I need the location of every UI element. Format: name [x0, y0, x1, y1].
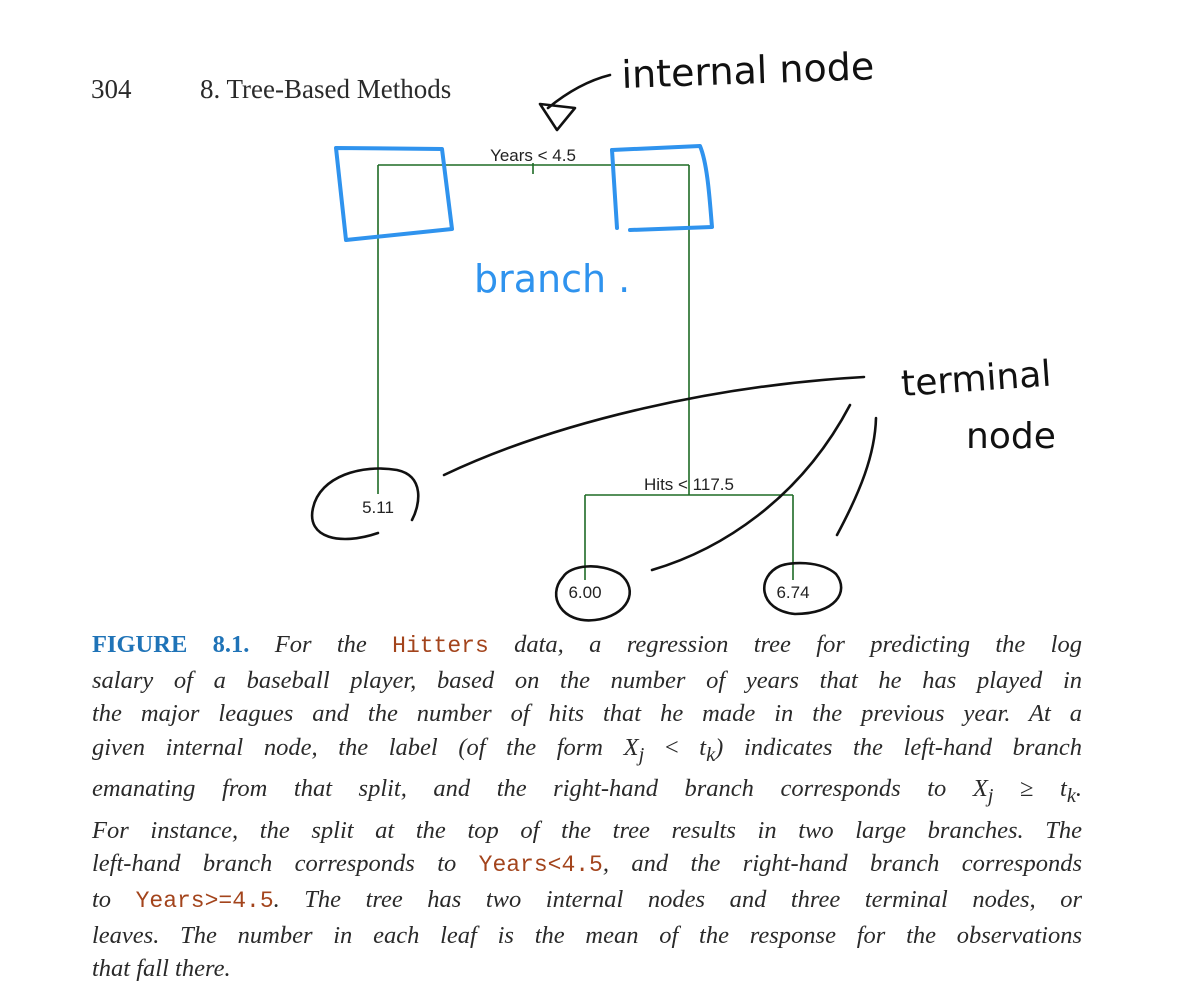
caption-line-7: left-hand branch corresponds to Years<4.… [92, 847, 1082, 883]
annotation-branch: branch . [474, 257, 630, 301]
caption-text: left-hand branch corresponds to [92, 850, 479, 878]
caption-text: emanating from that split, and the right… [92, 775, 973, 803]
figure-label: FIGURE 8.1. [92, 631, 250, 658]
caption-line-6: For instance, the split at the top of th… [92, 816, 1082, 844]
caption-line-9: leaves. The number in each leaf is the m… [92, 921, 1082, 949]
caption-text: data, a regression tree for predicting t… [488, 631, 1082, 658]
handwritten-blue-ink [334, 144, 714, 242]
running-header: 8. Tree-Based Methods [200, 74, 452, 104]
code-years-greater-equal: Years>=4.5 [135, 887, 274, 914]
hits-split-label: Hits < 117.5 [644, 475, 734, 494]
figure-caption: FIGURE 8.1. For the Hitters data, a regr… [92, 628, 1082, 986]
caption-text: . [1075, 775, 1082, 803]
caption-text: , and the right-hand branch corresponds [602, 850, 1082, 878]
annotation-terminal: terminal [900, 354, 1053, 405]
internal-node-arrow-line [546, 73, 612, 110]
leaf-value-1: 5.11 [362, 498, 394, 517]
caption-text: given internal node, the label (of the f… [92, 733, 624, 761]
caption-text: to [92, 885, 136, 913]
terminal-pointer-1 [442, 375, 866, 477]
leaf-circle-1 [310, 467, 420, 541]
math-variable: Xj < tk [623, 733, 716, 766]
caption-line-10: that fall there. [92, 955, 231, 983]
leaf-value-2: 6.00 [568, 583, 601, 602]
internal-node-arrow-head [538, 102, 577, 132]
caption-line-1: FIGURE 8.1. For the Hitters data, a regr… [92, 628, 1082, 664]
annotation-internal-node: internal node [621, 44, 875, 97]
caption-text: ) indicates the left-hand branch [715, 733, 1083, 761]
caption-line-5: emanating from that split, and the right… [92, 772, 1082, 813]
caption-line-4: given internal node, the label (of the f… [92, 731, 1082, 772]
right-branch-box-bracket-2 [610, 144, 714, 232]
terminal-pointer-3 [835, 416, 878, 537]
caption-line-3: the major leagues and the number of hits… [92, 700, 1082, 728]
handwritten-black-ink [310, 73, 878, 622]
right-branch-box-bracket-1 [610, 148, 619, 230]
caption-line-8: to Years>=4.5. The tree has two internal… [92, 883, 1082, 919]
code-years-less: Years<4.5 [478, 852, 603, 879]
page-number: 304 [91, 74, 132, 104]
root-split-label: Years < 4.5 [490, 146, 576, 165]
leaf-circle-3 [763, 561, 843, 616]
annotation-node: node [966, 416, 1056, 457]
caption-text: For the [249, 631, 393, 658]
leaf-value-3: 6.74 [776, 583, 809, 602]
caption-line-2: salary of a baseball player, based on th… [92, 666, 1082, 694]
math-variable: Xj ≥ tk [972, 775, 1076, 808]
regression-tree-figure: Years < 4.5 Hits < 117.5 5.11 6.00 6.74 … [310, 44, 1056, 622]
left-branch-box [334, 146, 454, 242]
dataset-name-code: Hitters [392, 633, 489, 659]
caption-text: . The tree has two internal nodes and th… [273, 885, 1082, 913]
leaf-circle-2 [554, 565, 631, 622]
terminal-pointer-2 [650, 403, 852, 572]
tree-branches [377, 163, 794, 580]
